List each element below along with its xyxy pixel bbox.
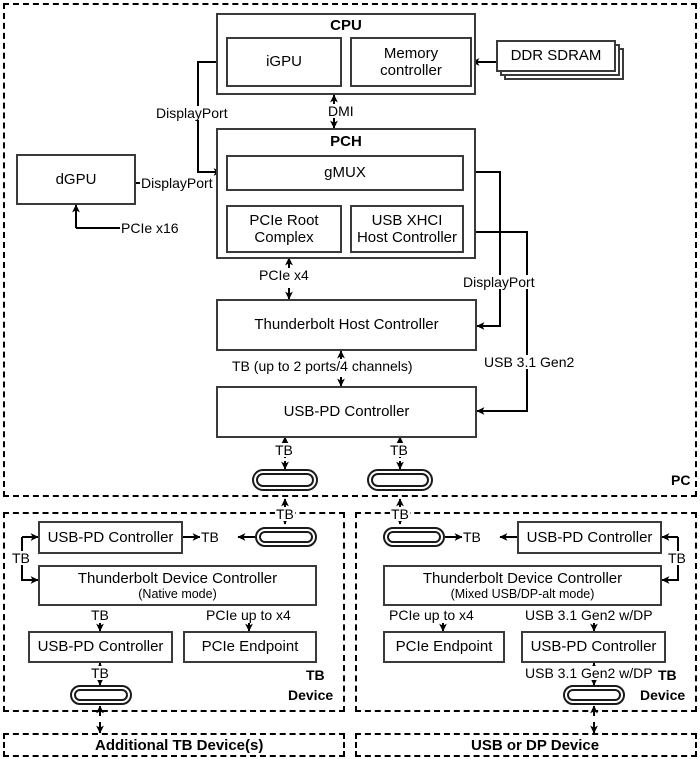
device-left-link-tb-port: TB (200, 529, 220, 545)
device-right-label-line1: TB (657, 667, 678, 683)
device-left-tbdc-sub: (Native mode) (138, 586, 217, 601)
device-right-link-tb-bracket: TB (667, 550, 687, 566)
device-right-pcie-endpoint-label: PCIe Endpoint (395, 638, 493, 656)
device-right-tb-port-top-inner (387, 531, 441, 543)
pc-boundary (3, 3, 697, 497)
link-label-tb-port-right: TB (389, 442, 409, 458)
device-right-usb-pd-bottom-label: USB-PD Controller (530, 638, 657, 656)
dgpu-label: dGPU (55, 170, 97, 188)
link-label-displayport-igpu: DisplayPort (155, 105, 229, 121)
usb-xhci-label-line2: Host Controller (356, 229, 458, 246)
pcie-root-complex-label-line1: PCIe Root (249, 211, 319, 229)
cpu-title: CPU (330, 17, 362, 34)
gmux-block[interactable]: gMUX (226, 155, 464, 191)
link-label-displayport-dgpu: DisplayPort (140, 175, 214, 191)
device-left-link-pcie-x4: PCIe up to x4 (205, 607, 292, 623)
device-left-pcie-endpoint[interactable]: PCIe Endpoint (183, 631, 317, 663)
pc-boundary-label: PC (670, 472, 692, 488)
ddr-sdram-stack[interactable]: DDR SDRAM (496, 40, 626, 88)
device-left-link-tb-bottom: TB (90, 665, 110, 681)
device-right-usb-pd-controller-top[interactable]: USB-PD Controller (517, 521, 662, 554)
footer-left-boundary (3, 733, 345, 757)
pc-tb-port-left-inner (256, 473, 314, 487)
device-right-thunderbolt-device-controller[interactable]: Thunderbolt Device Controller (Mixed USB… (383, 565, 662, 606)
link-label-dmi: DMI (327, 103, 355, 119)
igpu-block[interactable]: iGPU (226, 37, 342, 87)
pc-tb-port-right-inner (371, 473, 429, 487)
device-right-boundary (355, 512, 697, 712)
memory-controller-label-line1: Memory (383, 44, 439, 62)
device-left-boundary (3, 512, 345, 712)
usb-xhci-host-controller-block[interactable]: USB XHCI Host Controller (350, 205, 464, 253)
thunderbolt-host-controller-block[interactable]: Thunderbolt Host Controller (216, 299, 477, 351)
device-left-pcie-endpoint-label: PCIe Endpoint (201, 638, 299, 656)
device-left-thunderbolt-device-controller[interactable]: Thunderbolt Device Controller (Native mo… (38, 565, 317, 606)
igpu-label: iGPU (266, 53, 302, 71)
link-label-pcie-x4: PCIe x4 (258, 267, 310, 283)
device-left-usb-pd-top-label: USB-PD Controller (47, 528, 174, 546)
footer-left-label: Additional TB Device(s) (94, 737, 265, 754)
device-left-tb-port-bottom[interactable] (70, 685, 132, 705)
device-left-usb-pd-bottom-label: USB-PD Controller (37, 638, 164, 656)
pc-usb-pd-controller-block[interactable]: USB-PD Controller (216, 386, 477, 438)
link-label-tb-channels: TB (up to 2 ports/4 channels) (231, 358, 414, 374)
device-left-usb-pd-controller-bottom[interactable]: USB-PD Controller (28, 631, 173, 663)
footer-right-boundary (355, 733, 697, 757)
memory-controller-label-line2: controller (380, 62, 442, 79)
device-left-link-tb-from-pc: TB (275, 506, 295, 522)
pch-title: PCH (330, 133, 362, 150)
device-right-pcie-endpoint[interactable]: PCIe Endpoint (383, 631, 505, 663)
device-right-link-tb-port: TB (462, 529, 482, 545)
device-left-tb-port-bottom-inner (74, 689, 128, 701)
device-right-usb-pd-top-label: USB-PD Controller (526, 528, 653, 546)
device-right-usb-dp-port-bottom[interactable] (563, 685, 625, 705)
link-label-pcie-x16: PCIe x16 (120, 220, 180, 236)
device-right-link-pcie-x4: PCIe up to x4 (388, 607, 475, 623)
device-left-usb-pd-controller-top[interactable]: USB-PD Controller (38, 521, 183, 554)
pcie-root-complex-block[interactable]: PCIe Root Complex (226, 205, 342, 253)
gmux-label: gMUX (324, 164, 366, 182)
device-left-link-tb-bracket: TB (11, 550, 31, 566)
device-right-link-usb31-dp-upper: USB 3.1 Gen2 w/DP (524, 607, 654, 623)
dgpu-block[interactable]: dGPU (16, 154, 136, 205)
footer-right-label: USB or DP Device (470, 737, 601, 754)
device-right-usb-pd-controller-bottom[interactable]: USB-PD Controller (521, 631, 666, 663)
device-right-label-line2: Device (639, 687, 687, 703)
device-right-usb-dp-port-bottom-inner (567, 689, 621, 701)
pc-tb-port-right[interactable] (367, 469, 433, 491)
device-left-tb-port-top-inner (259, 531, 313, 543)
device-left-link-tb-lower: TB (90, 607, 110, 623)
device-right-link-tb-from-pc: TB (390, 506, 410, 522)
device-right-tbdc-label: Thunderbolt Device Controller (422, 569, 623, 587)
device-right-link-usb31-dp-lower: USB 3.1 Gen2 w/DP (524, 665, 654, 681)
device-right-tb-port-top[interactable] (383, 527, 445, 547)
pc-tb-port-left[interactable] (252, 469, 318, 491)
ddr-sdram-label: DDR SDRAM (510, 47, 602, 65)
link-label-tb-port-left: TB (274, 442, 294, 458)
thunderbolt-host-controller-label: Thunderbolt Host Controller (254, 316, 439, 334)
ddr-sdram-block[interactable]: DDR SDRAM (496, 40, 616, 72)
link-label-usb31gen2: USB 3.1 Gen2 (483, 354, 576, 370)
device-left-label-line1: TB (305, 667, 326, 683)
device-left-tb-port-top[interactable] (255, 527, 317, 547)
pc-usb-pd-controller-label: USB-PD Controller (283, 403, 410, 421)
pcie-root-complex-label-line2: Complex (254, 229, 314, 246)
memory-controller-block[interactable]: Memory controller (350, 37, 472, 87)
device-left-tbdc-label: Thunderbolt Device Controller (77, 569, 278, 587)
usb-xhci-label-line1: USB XHCI (371, 211, 443, 229)
device-right-tbdc-sub: (Mixed USB/DP-alt mode) (450, 586, 595, 601)
device-left-label-line2: Device (287, 687, 335, 703)
link-label-displayport-gmux: DisplayPort (462, 274, 536, 290)
